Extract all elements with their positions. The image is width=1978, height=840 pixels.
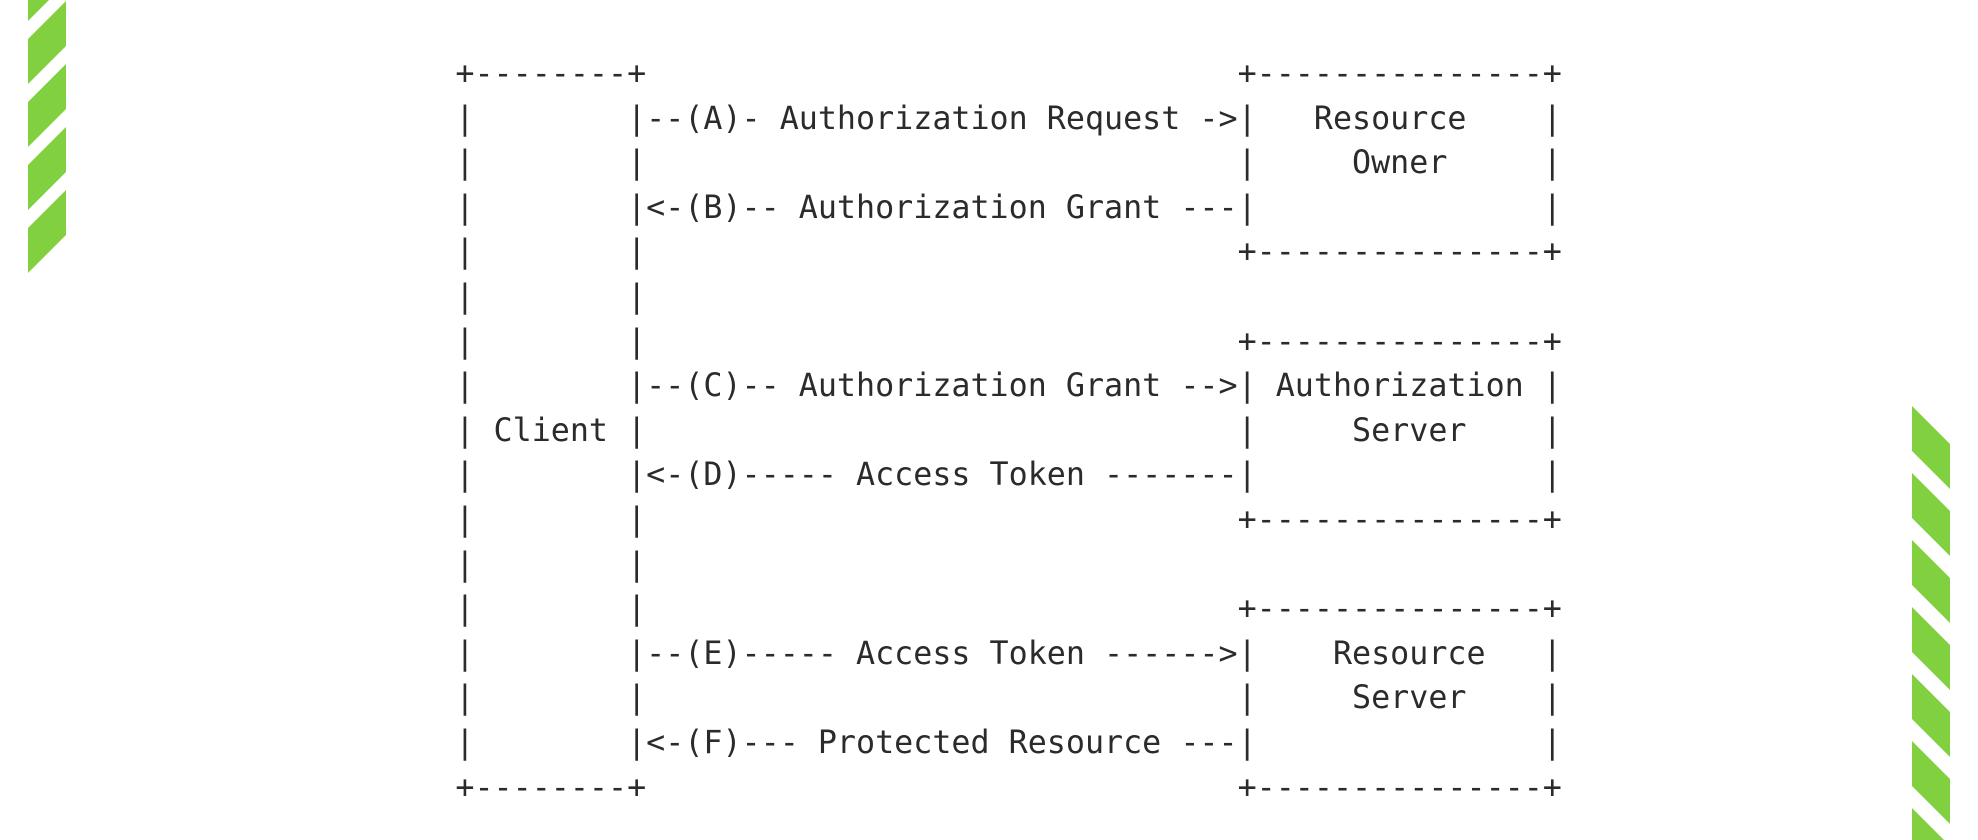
stripe-segment — [28, 127, 66, 210]
stripe-segment — [1912, 607, 1950, 690]
stripe-segment — [1912, 808, 1950, 840]
stripe-segment — [1912, 473, 1950, 556]
diagonal-stripe-decoration-right — [1912, 0, 1950, 840]
oauth-abstract-flow-ascii-diagram: +--------+ +---------------+ | |--(A)- A… — [455, 56, 1562, 806]
stripe-segment — [1912, 406, 1950, 489]
stripe-segment — [28, 1, 66, 84]
stripe-segment — [28, 190, 66, 273]
stripe-segment — [1912, 540, 1950, 623]
stripe-segment — [1912, 741, 1950, 824]
stripe-segment — [28, 64, 66, 147]
stripe-segment — [28, 0, 66, 21]
diagonal-stripe-decoration-left — [28, 0, 66, 840]
stripe-segment — [1912, 674, 1950, 757]
